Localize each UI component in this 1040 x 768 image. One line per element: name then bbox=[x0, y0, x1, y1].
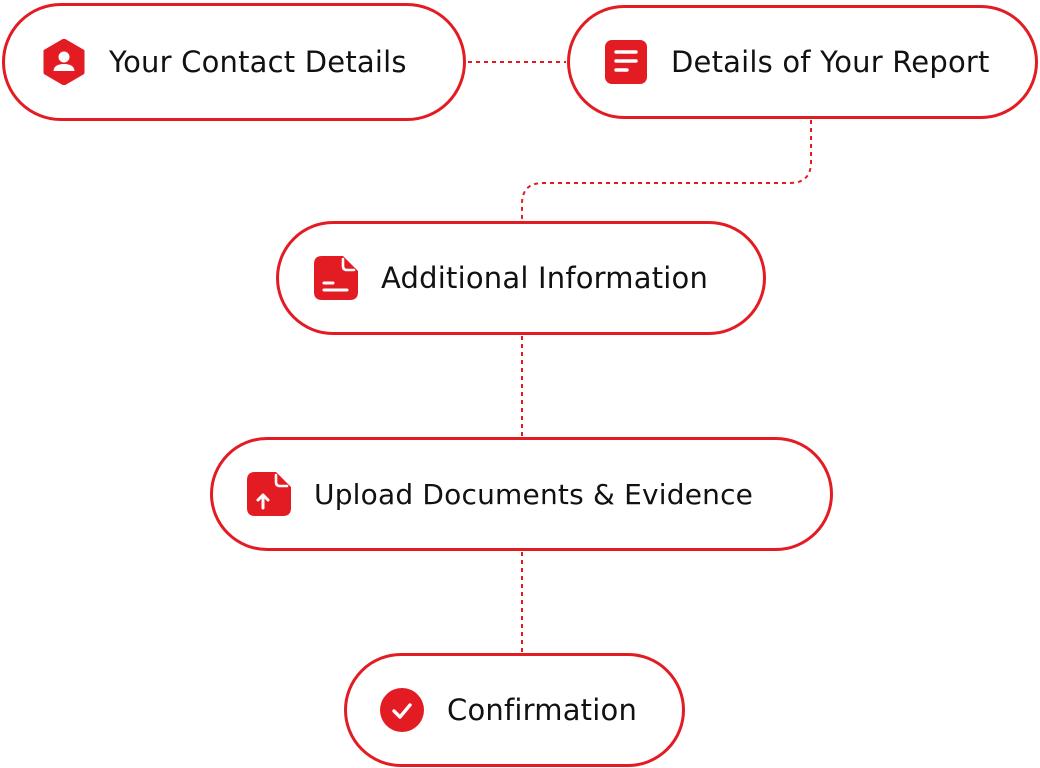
file-upload-icon bbox=[246, 471, 292, 517]
connector-report-to-additional bbox=[521, 120, 812, 220]
document-lines-icon bbox=[603, 39, 649, 85]
file-info-icon bbox=[313, 255, 359, 301]
user-hexagon-icon bbox=[41, 39, 87, 85]
step-additional-information[interactable]: Additional Information bbox=[276, 221, 766, 335]
step-label: Details of Your Report bbox=[671, 45, 990, 79]
check-circle-icon bbox=[379, 687, 425, 733]
step-upload-documents-evidence[interactable]: Upload Documents & Evidence bbox=[210, 437, 833, 551]
step-label: Confirmation bbox=[447, 693, 638, 727]
step-label: Upload Documents & Evidence bbox=[314, 477, 754, 511]
step-confirmation[interactable]: Confirmation bbox=[344, 653, 685, 767]
step-label: Your Contact Details bbox=[109, 45, 407, 79]
step-details-of-your-report[interactable]: Details of Your Report bbox=[567, 5, 1038, 119]
step-your-contact-details[interactable]: Your Contact Details bbox=[2, 3, 466, 121]
step-label: Additional Information bbox=[381, 261, 709, 295]
